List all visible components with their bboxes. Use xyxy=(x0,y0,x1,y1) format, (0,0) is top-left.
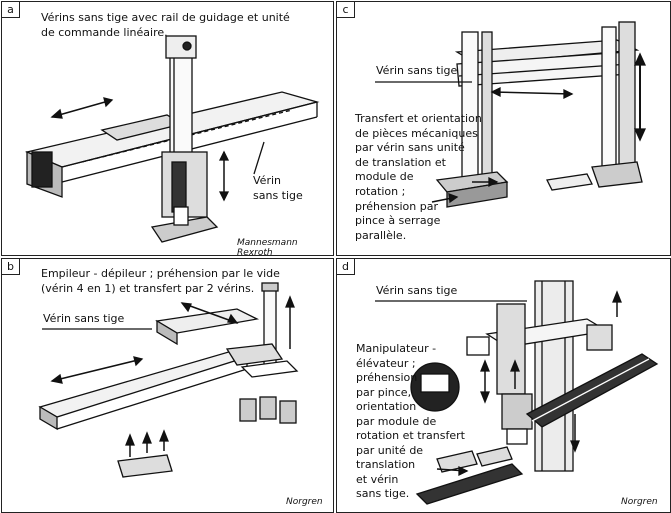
panel-d-caption-line: Manipulateur - xyxy=(356,342,437,355)
panel-d-illustration xyxy=(375,280,659,505)
panel-d-caption-line: par module de xyxy=(356,415,437,428)
panel-d-caption-line: par pince, xyxy=(356,386,412,399)
panel-d-caption-line: orientation xyxy=(356,400,417,413)
panel-c-label: Vérin sans tige xyxy=(376,64,458,77)
panel-d-caption-line: élévateur ; xyxy=(356,357,416,370)
panel-c-caption-line: parallèle. xyxy=(355,229,407,242)
panel-c-illustration xyxy=(375,21,647,208)
panel-c-caption-line: préhension par xyxy=(355,200,438,213)
panel-b-caption-line1: Empileur - dépileur ; préhension par le … xyxy=(41,267,280,280)
panel-a-label-line1: Vérin xyxy=(253,174,281,187)
panel-d-badge: d xyxy=(337,259,355,275)
panel-d-caption-line: et vérin xyxy=(356,473,399,486)
panel-d: d Vérin sans tige Manipulateur - élévate… xyxy=(336,258,671,513)
panel-c-caption-line: de translation et xyxy=(355,156,446,169)
panel-b-credit: Norgren xyxy=(286,497,323,507)
panel-d-label: Vérin sans tige xyxy=(376,284,458,297)
panel-a-credit: Mannesmann Rexroth xyxy=(237,238,298,256)
panel-c-caption-line: module de xyxy=(355,170,414,183)
panel-d-caption-line: sans tige. xyxy=(356,487,410,500)
panel-b-illustration xyxy=(38,282,299,478)
panel-c-caption-line: rotation ; xyxy=(355,185,406,198)
panel-b-caption-line2: (vérin 4 en 1) et transfert par 2 vérins… xyxy=(41,282,255,295)
panel-a-caption-line1: Vérins sans tige avec rail de guidage et… xyxy=(41,11,290,24)
panel-d-caption-line: par unité de xyxy=(356,444,424,457)
panel-b-badge: b xyxy=(2,259,20,275)
panel-c: c Vérin sans tige Transfert et orientati… xyxy=(336,1,671,256)
panel-d-credit: Norgren xyxy=(621,497,658,507)
panel-d-caption-line: préhension xyxy=(356,371,418,384)
panel-a-badge: a xyxy=(2,2,20,18)
panel-b: b Empileur - dépileur ; préhension par l… xyxy=(1,258,334,513)
panel-c-badge: c xyxy=(337,2,355,18)
panel-a-caption-line2: de commande linéaire. xyxy=(41,26,168,39)
panel-c-caption-line: Transfert et orientation xyxy=(355,112,482,125)
panel-c-caption-line: de pièces mécaniques xyxy=(355,127,478,140)
panel-a-illustration xyxy=(24,35,320,243)
panel-a-label-line2: sans tige xyxy=(253,189,303,202)
panel-a: a Vérins sans tige avec rail de guidage … xyxy=(1,1,334,256)
panel-c-caption-line: par vérin sans unité xyxy=(355,141,465,154)
panel-d-caption-line: translation xyxy=(356,458,416,471)
panel-b-label: Vérin sans tige xyxy=(43,312,125,325)
panel-c-caption-line: pince à serrage xyxy=(355,214,441,227)
panel-d-caption-line: rotation et transfert xyxy=(356,429,465,442)
